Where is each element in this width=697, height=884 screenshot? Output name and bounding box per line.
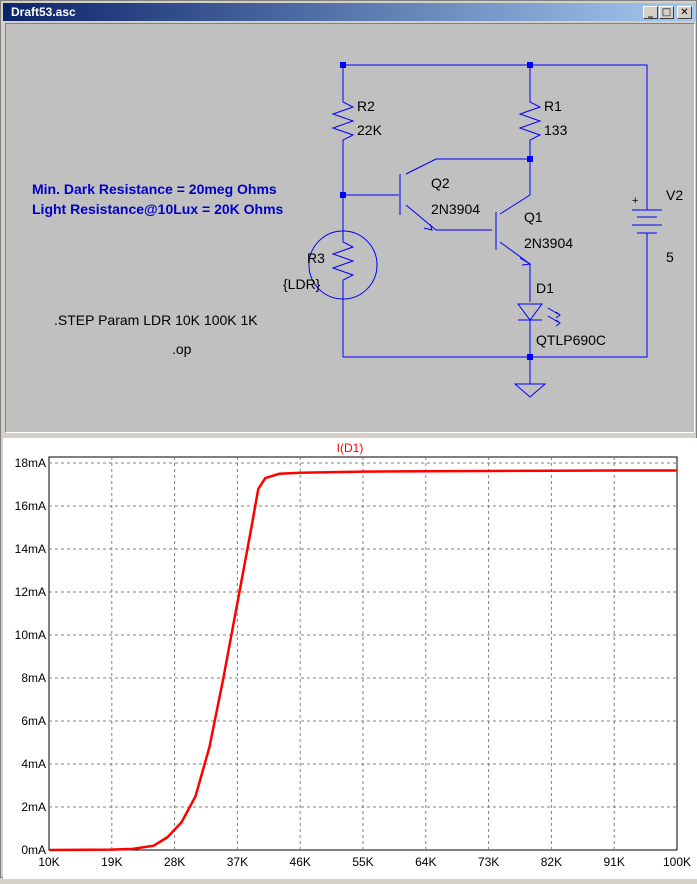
x-tick-label: 100K [663,855,691,869]
y-tick-label: 18mA [15,456,46,470]
r1-resistor [518,94,542,159]
wire-q1-collector [499,159,531,215]
y-tick-label: 12mA [15,585,46,599]
schematic-pane[interactable]: R2 22K R1 133 Q2 2N3904 Q1 2N3904 R3 {LD… [5,23,695,433]
wire-bottom-rail [343,240,648,358]
r2-resistor [331,94,355,195]
wire-q2-collector [405,158,530,175]
x-tick-label: 73K [478,855,499,869]
y-tick-label: 14mA [15,542,46,556]
r2-value[interactable]: 22K [357,122,383,138]
comment-dark-resistance[interactable]: Min. Dark Resistance = 20meg Ohms [32,181,277,197]
y-tick-label: 10mA [15,628,46,642]
close-button[interactable]: ✕ [677,6,692,19]
r3-value[interactable]: {LDR} [283,276,321,292]
r2-name[interactable]: R2 [357,98,375,114]
q2-name[interactable]: Q2 [431,175,450,191]
y-tick-label: 2mA [21,800,46,814]
x-tick-label: 46K [290,855,311,869]
d1-led [517,303,543,357]
y-axis-ticks: 0mA 2mA 4mA 6mA 8mA 10mA 12mA 14mA 16mA 18mA [15,456,46,857]
waveform-pane[interactable]: I(D1) 10K 19K 28K 37K 46K 55K 64K 73K 82K 91K 100K… [3,438,697,879]
x-tick-label: 91K [604,855,625,869]
comment-light-resistance[interactable]: Light Resistance@10Lux = 20K Ohms [32,201,284,217]
ground-symbol [513,383,547,398]
waveform-chart: I(D1) 10K 19K 28K 37K 46K 55K 64K 73K 82K 91K 100K… [15,441,691,869]
plot-frame [48,456,678,851]
v2-name[interactable]: V2 [666,187,683,203]
y-tick-label: 4mA [21,757,46,771]
wire-q2-emitter [405,204,492,231]
x-tick-label: 55K [352,855,373,869]
title-bar[interactable]: Draft53.asc _ □ ✕ [3,3,696,21]
x-axis-ticks: 10K 19K 28K 37K 46K 55K 64K 73K 82K 91K 100K [38,855,691,869]
q2-value[interactable]: 2N3904 [431,201,480,217]
v2-plus-sign: + [632,195,638,207]
y-tick-label: 16mA [15,499,46,513]
q1-value[interactable]: 2N3904 [524,235,573,251]
ldr-circle [308,230,378,300]
d1-name[interactable]: D1 [536,280,554,296]
r3-resistor [331,195,355,357]
op-directive[interactable]: .op [172,341,192,357]
x-tick-label: 82K [541,855,562,869]
x-tick-label: 10K [38,855,59,869]
plot-grid [49,457,677,850]
led-emission-arrows [547,307,561,327]
x-tick-label: 28K [164,855,185,869]
minimize-button[interactable]: _ [643,6,658,19]
trace-i-d1[interactable] [48,469,677,852]
v2-value[interactable]: 5 [666,249,674,265]
x-tick-label: 19K [101,855,122,869]
y-tick-label: 6mA [21,714,46,728]
schematic-canvas: R2 22K R1 133 Q2 2N3904 Q1 2N3904 R3 {LD… [32,62,683,398]
x-tick-label: 64K [415,855,436,869]
r1-name[interactable]: R1 [544,98,562,114]
y-tick-label: 0mA [21,843,46,857]
maximize-button[interactable]: □ [659,6,674,19]
x-tick-label: 37K [227,855,248,869]
q2-emitter-arrow [423,223,433,231]
v2-battery [632,195,662,240]
window-title: Draft53.asc [11,5,76,19]
q1-name[interactable]: Q1 [524,209,543,225]
wire-q1-emitter [499,241,531,302]
step-directive[interactable]: .STEP Param LDR 10K 100K 1K [54,312,258,328]
d1-value[interactable]: QTLP690C [536,332,606,348]
r1-value[interactable]: 133 [544,122,568,138]
trace-label-i-d1[interactable]: I(D1) [337,441,364,455]
y-tick-label: 8mA [21,671,46,685]
r3-name[interactable]: R3 [307,250,325,266]
wire-top-rail [343,64,648,195]
q1-emitter-arrow [519,257,532,266]
